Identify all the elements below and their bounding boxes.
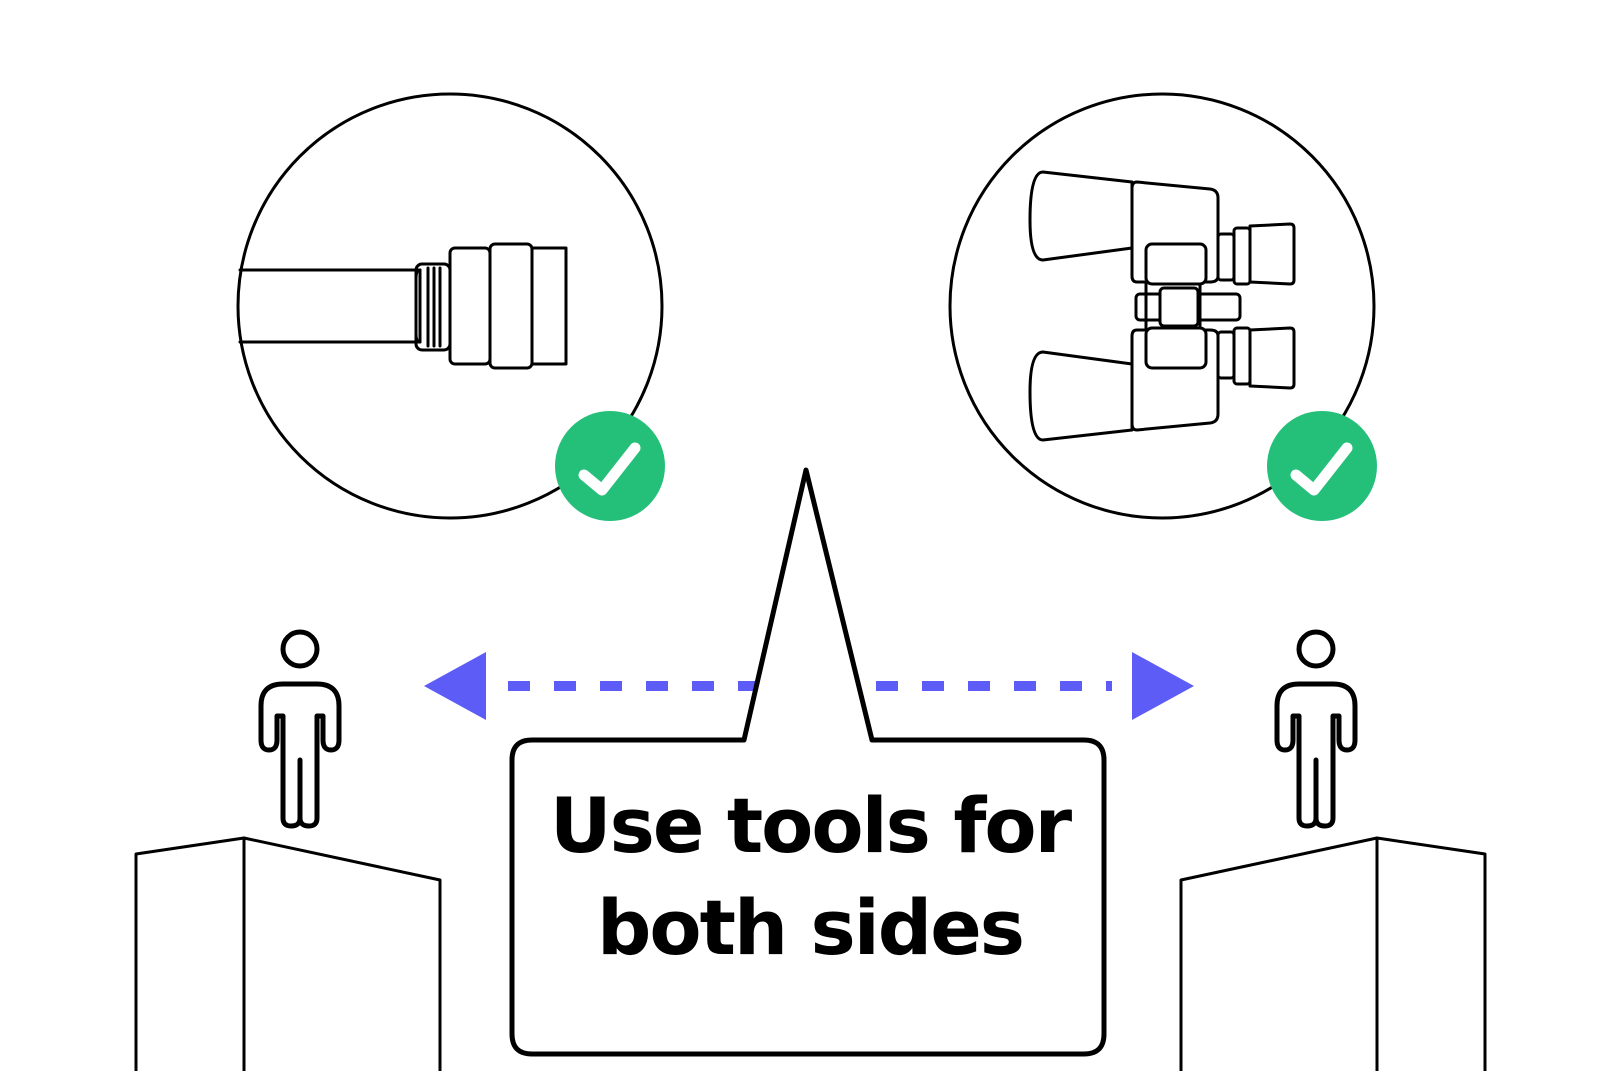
binoculars-check-icon [1267,411,1377,521]
double-arrow [424,652,1194,720]
right-pedestal [1179,836,1487,1071]
left-person-icon [258,629,342,829]
callout-line-1: Use tools for [549,781,1072,870]
callout-bubble [509,467,1107,1057]
callout-line-2: both sides [597,883,1025,972]
right-person-icon [1274,629,1358,829]
callout-text: Use tools for both sides [520,775,1100,979]
left-pedestal [134,836,442,1071]
lens-check-icon [555,411,665,521]
lens-icon [238,242,568,370]
binoculars-icon [1028,170,1296,442]
